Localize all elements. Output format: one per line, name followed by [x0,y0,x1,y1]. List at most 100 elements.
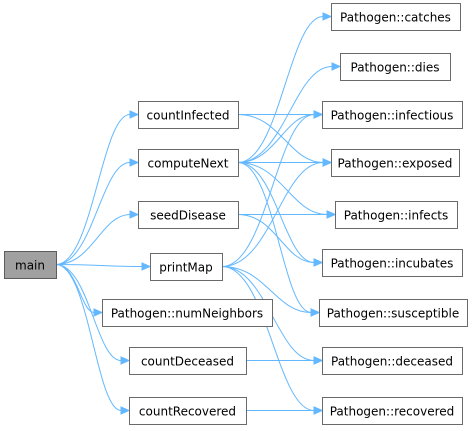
edge-arrowhead [322,12,333,21]
node-numneighbors[interactable]: Pathogen::numNeighbors [102,299,273,327]
edge-computenext-to-dies [237,62,342,163]
node-box [138,149,239,177]
node-catches[interactable]: Pathogen::catches [331,3,461,31]
edge-arrowhead [331,62,342,71]
edge-arrowhead [93,308,104,317]
node-box [322,397,463,425]
node-label: Pathogen::deceased [331,355,453,369]
edge-arrowhead [120,406,131,415]
node-countdeceased[interactable]: countDeceased [129,347,247,375]
edge-main-to-printmap [55,262,152,271]
edge-arrowhead [129,110,140,119]
edge-computenext-to-infectious [237,110,324,163]
edge-main-to-numneighbors [55,264,104,317]
node-infects[interactable]: Pathogen::infects [335,201,458,229]
node-printmap[interactable]: printMap [150,253,223,281]
node-label: printMap [159,261,213,275]
node-label: Pathogen::incubates [331,257,454,271]
edge-printmap-to-susceptible [221,266,321,317]
node-box [138,201,239,229]
node-box [319,299,468,327]
node-label: countDeceased [141,355,234,369]
edge-main-to-countinfected [55,110,140,265]
edge-seeddisease-to-infects [237,210,337,219]
edge-printmap-to-recovered [221,266,324,415]
edge-main-to-computenext [55,158,140,265]
node-computenext[interactable]: computeNext [138,149,239,177]
node-box [129,347,247,375]
node-countinfected[interactable]: countInfected [138,101,239,129]
node-main[interactable]: main [4,251,57,279]
node-box [129,397,247,425]
edge-arrowhead [310,308,321,317]
node-countrecovered[interactable]: countRecovered [129,397,247,425]
node-label: Pathogen::infectious [331,109,454,123]
node-label: Pathogen::exposed [338,157,453,171]
node-box [335,201,458,229]
call-graph-nodes: main countInfected computeNext seedDisease p… [4,3,468,425]
node-label: Pathogen::catches [340,11,451,25]
node-label: countInfected [147,109,230,123]
node-label: Pathogen::susceptible [327,307,459,321]
node-label: seedDisease [150,209,226,223]
edge-line [55,264,122,361]
edge-line [237,66,333,163]
edge-line [237,162,328,215]
node-box [138,101,239,129]
edge-line [237,162,315,263]
edge-arrowhead [313,258,324,267]
node-label: countRecovered [139,405,236,419]
node-label: Pathogen::numNeighbors [111,307,263,321]
edge-arrowhead [129,158,140,167]
edge-line [221,114,315,267]
edge-countinfected-to-exposed [237,114,333,167]
call-graph-edges [55,12,342,415]
edge-main-to-countdeceased [55,264,131,365]
node-label: Pathogen::infects [344,209,449,223]
edge-seeddisease-to-incubates [237,214,324,267]
node-seeddisease[interactable]: seedDisease [138,201,239,229]
edge-arrowhead [322,158,333,167]
node-label: Pathogen::recovered [330,405,455,419]
edge-line [55,264,122,411]
node-label: Pathogen::dies [351,61,440,75]
node-label: computeNext [148,157,229,171]
node-box [4,251,57,279]
edge-arrowhead [120,356,131,365]
edge-line [55,214,131,265]
edge-arrowhead [129,210,140,219]
node-box [331,3,461,31]
edge-arrowhead [313,406,324,415]
node-exposed[interactable]: Pathogen::exposed [331,149,460,177]
node-box [322,101,463,129]
node-recovered[interactable]: Pathogen::recovered [322,397,463,425]
node-box [322,347,463,375]
edge-line [221,266,312,313]
edge-printmap-to-infectious [221,110,324,267]
edge-line [237,162,312,313]
node-label: main [15,259,45,273]
node-incubates[interactable]: Pathogen::incubates [322,249,463,277]
edge-line [55,264,143,267]
edge-main-to-seeddisease [55,210,140,265]
node-infectious[interactable]: Pathogen::infectious [322,101,463,129]
edge-line [221,162,324,267]
edge-line [55,114,131,265]
node-box [150,253,223,281]
node-susceptible[interactable]: Pathogen::susceptible [319,299,468,327]
node-box [102,299,273,327]
edge-line [237,114,315,163]
edge-arrowhead [141,262,152,271]
node-box [331,149,460,177]
edge-line [237,214,315,263]
edge-printmap-to-exposed [221,158,333,267]
edge-computenext-to-catches [237,12,333,163]
node-deceased[interactable]: Pathogen::deceased [322,347,463,375]
node-dies[interactable]: Pathogen::dies [340,53,451,81]
node-box [322,249,463,277]
node-box [340,53,451,81]
edge-line [237,114,324,163]
edge-arrowhead [313,110,324,119]
edge-arrowhead [326,210,337,219]
